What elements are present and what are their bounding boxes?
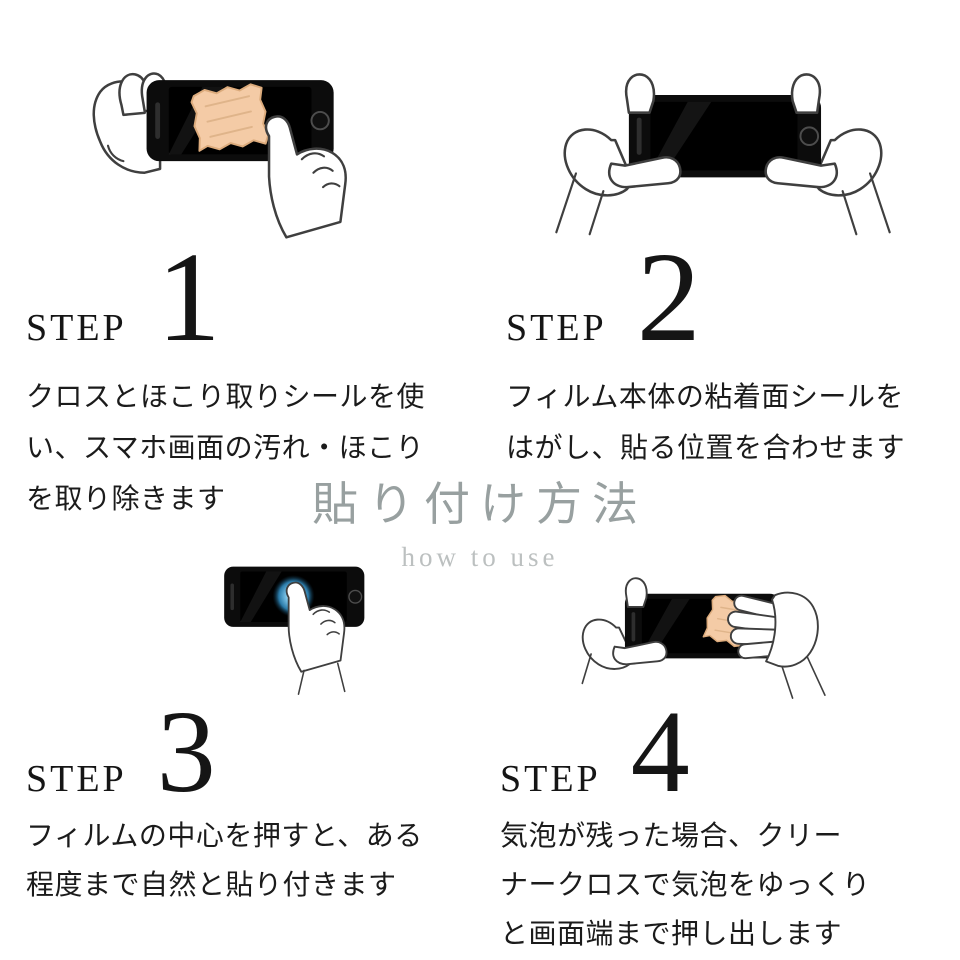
step-number: 1 [156,226,221,368]
step-label: STEP [506,307,607,349]
step-2-illustration [498,30,948,246]
cleaning-cloth [190,83,270,152]
left-fingers-and-thumb [555,73,682,236]
description-line: と画面端まで押し出します [500,918,843,949]
step-3-illustration [18,552,468,704]
step-4-section: STEP 4 気泡が残った場合、クリー ナークロスで気泡をゆっくり と画面端まで… [492,552,952,958]
pointing-hand [264,115,347,239]
screen-glare [641,598,690,654]
step-2-section: STEP 2 フィルム本体の粘着面シールを はがし、貼る位置を合わせます [498,30,948,474]
step-4-illustration [492,552,952,704]
step-4-heading: STEP 4 [492,686,952,817]
description-line: い、スマホ画面の汚れ・ほこり [26,431,425,463]
page-subtitle: how to use [401,542,559,572]
step-label: STEP [500,758,601,800]
wiping-hand [727,591,826,699]
left-fingers-and-thumb [581,577,668,685]
step-number: 3 [156,686,216,817]
earpiece [631,612,636,642]
right-fingers-and-thumb [764,73,891,236]
home-button [348,589,363,604]
description-line: 程度まで自然と貼り付きます [26,869,397,900]
home-button [310,111,330,131]
page-title: 貼り付け方法 [312,478,648,530]
earpiece [230,583,234,611]
step-4-description: 気泡が残った場合、クリー ナークロスで気泡をゆっくり と画面端まで押し出します [492,811,952,958]
step-3-description: フィルムの中心を押すと、ある 程度まで自然と貼り付きます [18,811,468,909]
step-number: 2 [636,226,701,368]
step-1-description: クロスとほこり取りシールを使 い、スマホ画面の汚れ・ほこり を取り除きます [18,372,468,525]
description-line: 気泡が残った場合、クリー [500,820,843,851]
screen-glare [650,101,712,171]
description-line: フィルムの中心を押すと、ある [26,820,423,851]
pressing-hand [285,581,346,695]
screen-glare [240,571,282,622]
description-line: ナークロスで気泡をゆっくり [500,869,871,900]
step-label: STEP [26,307,127,349]
center-title-block: 貼り付け方法 how to use [0,468,960,573]
earpiece [636,117,642,155]
step-2-description: フィルム本体の粘着面シールを はがし、貼る位置を合わせます [498,372,948,474]
description-line: を取り除きます [26,482,226,514]
step-label: STEP [26,758,127,800]
home-button [799,126,820,146]
description-line: フィルム本体の粘着面シールを [506,381,904,412]
step-number: 4 [630,686,690,817]
phone [628,95,822,178]
earpiece [155,102,161,139]
step-1-heading: STEP 1 [18,226,468,368]
step-3-section: STEP 3 フィルムの中心を押すと、ある 程度まで自然と貼り付きます [18,552,468,909]
step-2-heading: STEP 2 [498,226,948,368]
description-line: はがし、貼る位置を合わせます [506,431,906,463]
press-center-illustration [224,566,365,695]
aligning-film-illustration [555,73,891,236]
step-1-section: STEP 1 クロスとほこり取りシールを使 い、スマホ画面の汚れ・ほこり を取り… [18,30,468,525]
cleaning-phone-illustration [92,72,347,239]
squeeze-bubbles-illustration [581,577,826,699]
phone-screen [650,101,798,171]
step-3-heading: STEP 3 [18,686,468,817]
description-line: クロスとほこり取りシールを使 [26,381,426,412]
step-1-illustration [18,30,468,246]
